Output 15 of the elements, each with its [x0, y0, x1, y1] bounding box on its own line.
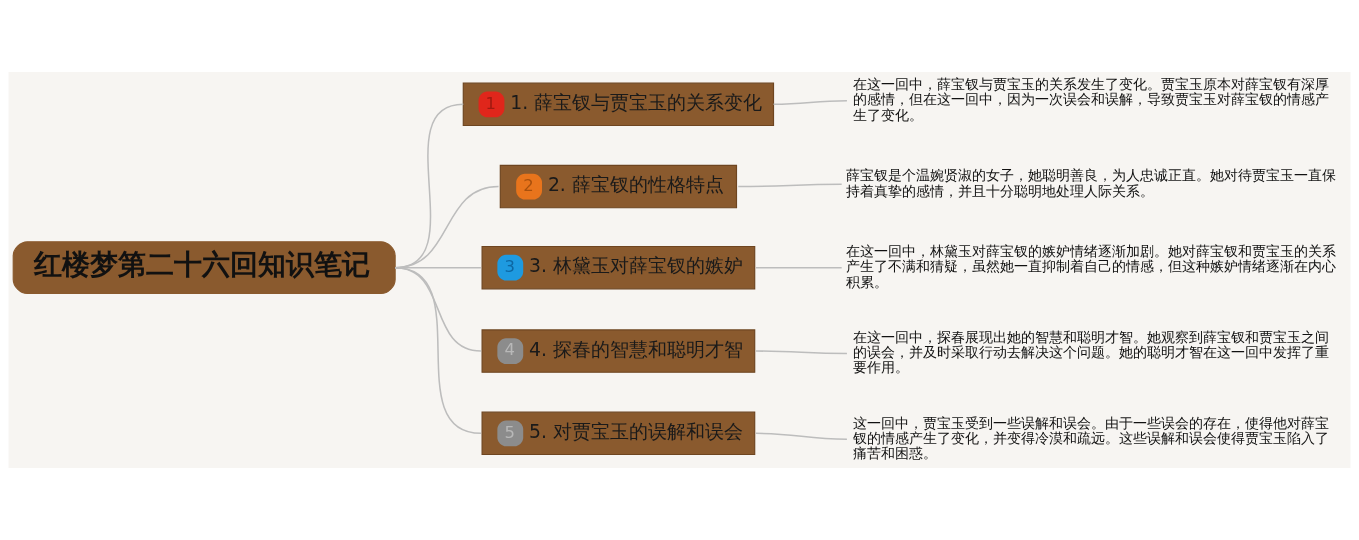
- node-box: 3 3. 林黛玉对薛宝钗的嫉妒: [481, 245, 756, 290]
- node-text: 薛宝钗是个温婉贤淑的女子，她聪明善良，为人忠诚正直。她对待贾宝玉一直保持着真挚的感情，并且十分聪明地处理人际关系。: [846, 167, 1337, 199]
- connector: [755, 432, 848, 440]
- node-text: 在这一回中，林黛玉对薛宝钗的嫉妒情绪逐渐加剧。她对薛宝钗和贾宝玉的关系产生了不满和猜疑，虽然她一直抑制着自己的情感，但这种嫉妒情绪逐渐在内心积累。: [846, 243, 1337, 290]
- node-text: 这一回中，贾宝玉受到一些误解和误会。由于一些误会的存在，使得他对薛宝钗的情感产生了变化，并变得冷漠和疏远。这些误解和误会使得贾宝玉陷入了痛苦和困惑。: [853, 414, 1330, 462]
- connector: [737, 183, 843, 188]
- node-box: 1 1. 薛宝钗与贾宝玉的关系变化: [462, 82, 775, 127]
- node-text: 在这一回中，薛宝钗与贾宝玉的关系发生了变化。贾宝玉原本对薛宝钗有深厚的感情，但在这一回中，因为一次误会和误解，导致贾宝玉对薛宝钗的情感产生了变化。: [853, 76, 1330, 123]
- node-box: 2 2. 薛宝钗的性格特点: [499, 164, 738, 209]
- connector: [755, 266, 843, 269]
- connector: [394, 266, 482, 435]
- node-text: 在这一回中，探春展现出她的智慧和聪明才智。她观察到薛宝钗和贾宝玉之间的误会，并及时采取行动去解决这个问题。她的聪明才智在这一回中发挥了重要作用。: [853, 328, 1330, 376]
- connector: [755, 350, 848, 355]
- node-box: 红楼梦第二十六回知识笔记: [12, 241, 396, 295]
- connector: [772, 100, 848, 106]
